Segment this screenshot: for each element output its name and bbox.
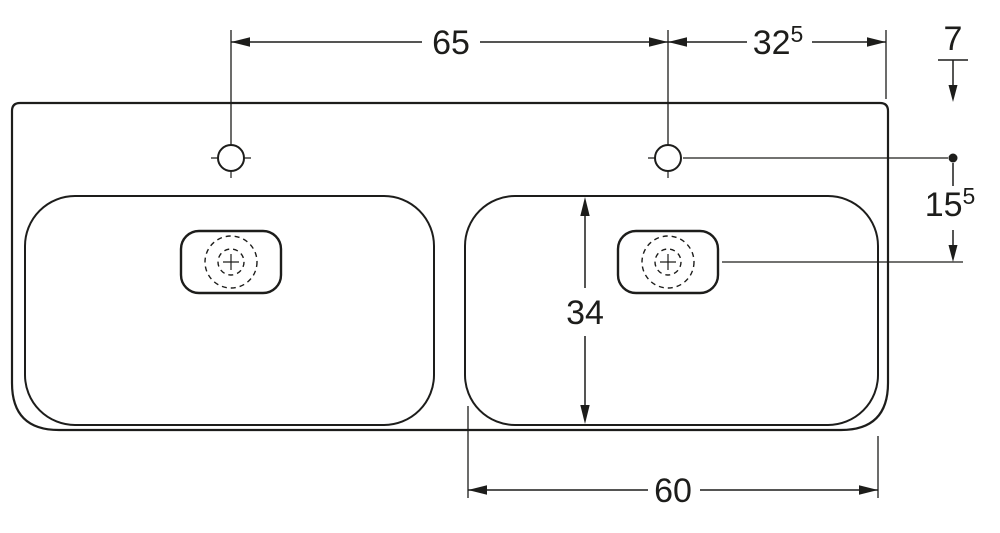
right-drain-dashed-circle-outer: [641, 235, 695, 289]
dim-32-5-arrow-right: [867, 37, 886, 47]
dimension-65: 65: [230, 24, 669, 146]
washbasin-outline: [10, 101, 890, 432]
dimension-15-5: 155: [683, 153, 976, 263]
left-drain-outline: [179, 229, 283, 295]
left-basin: [24, 195, 435, 426]
faucet-holes: [211, 144, 682, 178]
dim-15-5-label: 155: [925, 183, 976, 224]
dim-7-label: 7: [944, 20, 963, 58]
dimension-34: 34: [566, 197, 604, 424]
dim-60-arrow-right: [859, 485, 878, 495]
dim-32-5-label: 325: [753, 21, 804, 62]
right-drain-outline: [616, 229, 720, 295]
right-faucet-hole: [654, 144, 682, 172]
dimension-32-5: 325: [668, 21, 887, 99]
left-drain-dashed-circle-outer: [204, 235, 258, 289]
dim-60-extension-lines: [467, 406, 879, 498]
dim-15-5-dot: [948, 153, 958, 163]
dim-34-label: 34: [566, 294, 604, 332]
dim-34-arrow-up: [580, 197, 590, 216]
left-faucet-crosshair: [211, 157, 251, 178]
right-faucet-crosshair: [648, 157, 669, 178]
dim-65-arrow-left: [231, 37, 250, 47]
right-drain: [616, 229, 720, 295]
dim-60-arrow-left: [468, 485, 487, 495]
left-drain-dashed-circle-inner: [217, 248, 245, 276]
dimension-7: 7: [938, 20, 968, 102]
dim-32-5-arrow-left: [668, 37, 687, 47]
dim-7-arrow-down: [948, 85, 958, 102]
dim-60-label: 60: [654, 472, 692, 510]
left-drain-center-cross: [223, 254, 239, 270]
right-basin: [464, 195, 879, 426]
dim-34-arrow-down: [580, 405, 590, 424]
right-drain-dashed-circle-inner: [654, 248, 682, 276]
dim-15-5-arrow-down: [948, 245, 958, 262]
washbasin: [10, 101, 890, 432]
dim-65-label: 65: [432, 24, 470, 62]
right-drain-center-cross: [660, 254, 676, 270]
left-drain: [179, 229, 283, 295]
dim-65-arrow-right: [649, 37, 668, 47]
dimension-60: 60: [467, 406, 879, 510]
left-faucet-hole: [217, 144, 245, 172]
dim-65-extension-lines: [230, 30, 669, 146]
